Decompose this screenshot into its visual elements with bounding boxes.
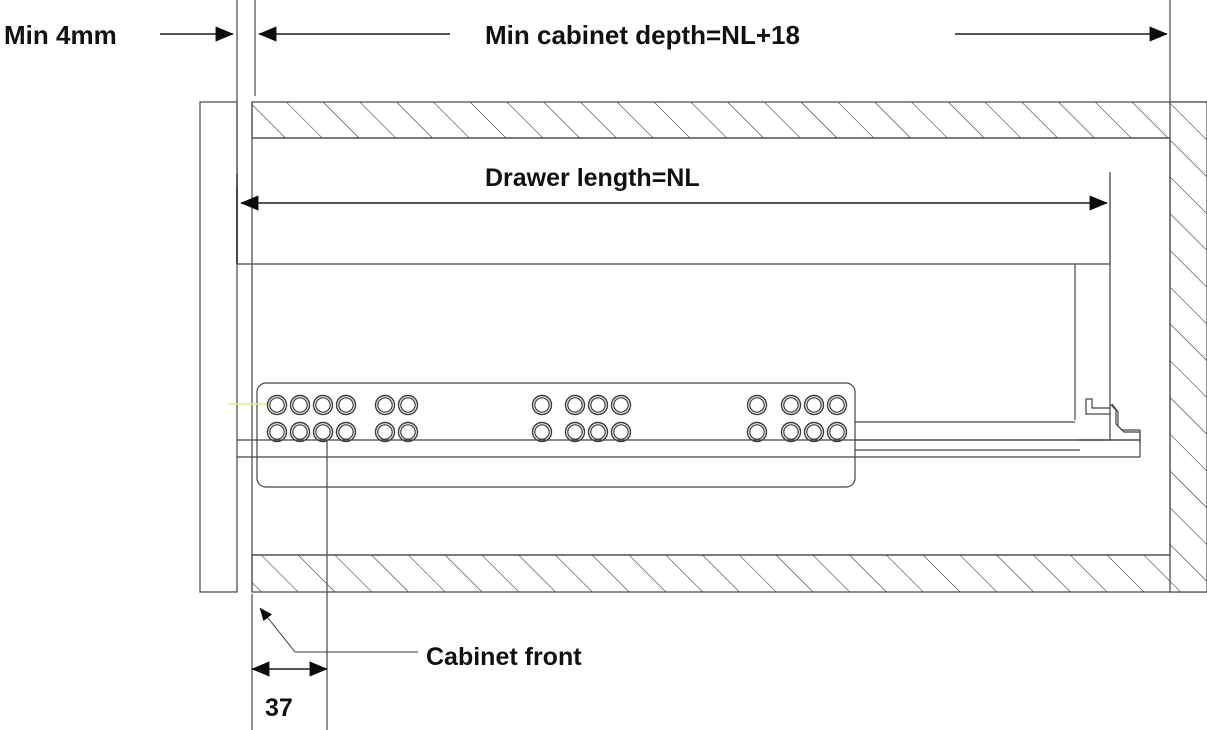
hole-group-5: [746, 394, 768, 443]
hole-group-4: [564, 394, 632, 443]
dimension-drawer-length: Drawer length=NL: [240, 164, 1111, 264]
dimension-front-offset: 37: [251, 440, 328, 730]
hole-group-2: [374, 394, 419, 443]
runner-hole-pattern: [266, 394, 848, 443]
leader-cabinet-front: Cabinet front: [259, 607, 582, 671]
label-cabinet-front: Cabinet front: [426, 643, 582, 671]
label-drawer-length: Drawer length=NL: [485, 164, 700, 192]
cabinet-front-panel: [199, 101, 238, 593]
drawer-slide-runner: [228, 382, 1110, 488]
label-min-cabinet-depth: Min cabinet depth=NL+18: [485, 20, 800, 50]
dimension-min-cabinet-depth: Min cabinet depth=NL+18: [258, 0, 1171, 104]
cabinet-back-wall: [1170, 102, 1207, 592]
cabinet-bottom-wall: [252, 555, 1207, 592]
hole-group-3: [531, 394, 553, 443]
dimension-min-gap: Min 4mm: [4, 0, 256, 188]
hole-group-1: [266, 394, 357, 443]
hole-group-6: [780, 394, 848, 443]
cabinet-carcass: [251, 101, 1207, 593]
rear-mounting-bracket: [237, 398, 1141, 458]
cabinet-top-wall: [252, 102, 1207, 138]
label-front-offset: 37: [265, 694, 293, 722]
label-min-gap: Min 4mm: [4, 20, 117, 50]
